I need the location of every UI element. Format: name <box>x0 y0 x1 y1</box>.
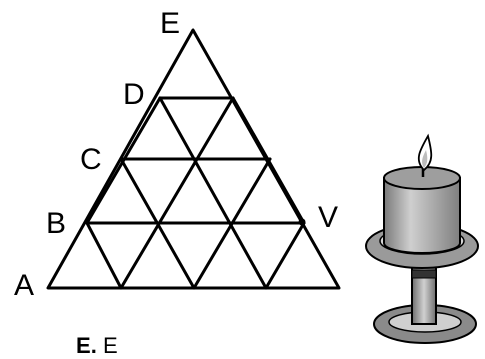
label-v: V <box>318 201 338 234</box>
label-c: C <box>80 143 102 176</box>
grid-line <box>264 221 306 290</box>
grid-line <box>85 221 123 290</box>
candle-flame-core <box>422 150 428 168</box>
label-d: D <box>123 78 145 111</box>
candle-illustration <box>365 133 479 344</box>
answer-letter: E <box>76 333 91 358</box>
grid-line <box>119 96 235 290</box>
label-e: E <box>160 7 180 40</box>
candle-body <box>383 177 461 254</box>
answer-text: E. E <box>76 333 118 359</box>
label-b: B <box>46 207 66 240</box>
grid-line <box>192 157 272 290</box>
point-v-dot <box>298 218 306 226</box>
candlestick-stem-band <box>411 269 437 279</box>
answer-separator: . <box>90 333 97 358</box>
grid-line <box>119 157 196 290</box>
label-a: A <box>14 269 34 302</box>
grid-line <box>231 96 306 225</box>
grid-line <box>158 96 268 290</box>
triangle-grid <box>46 28 341 290</box>
answer-value: E <box>102 333 118 358</box>
